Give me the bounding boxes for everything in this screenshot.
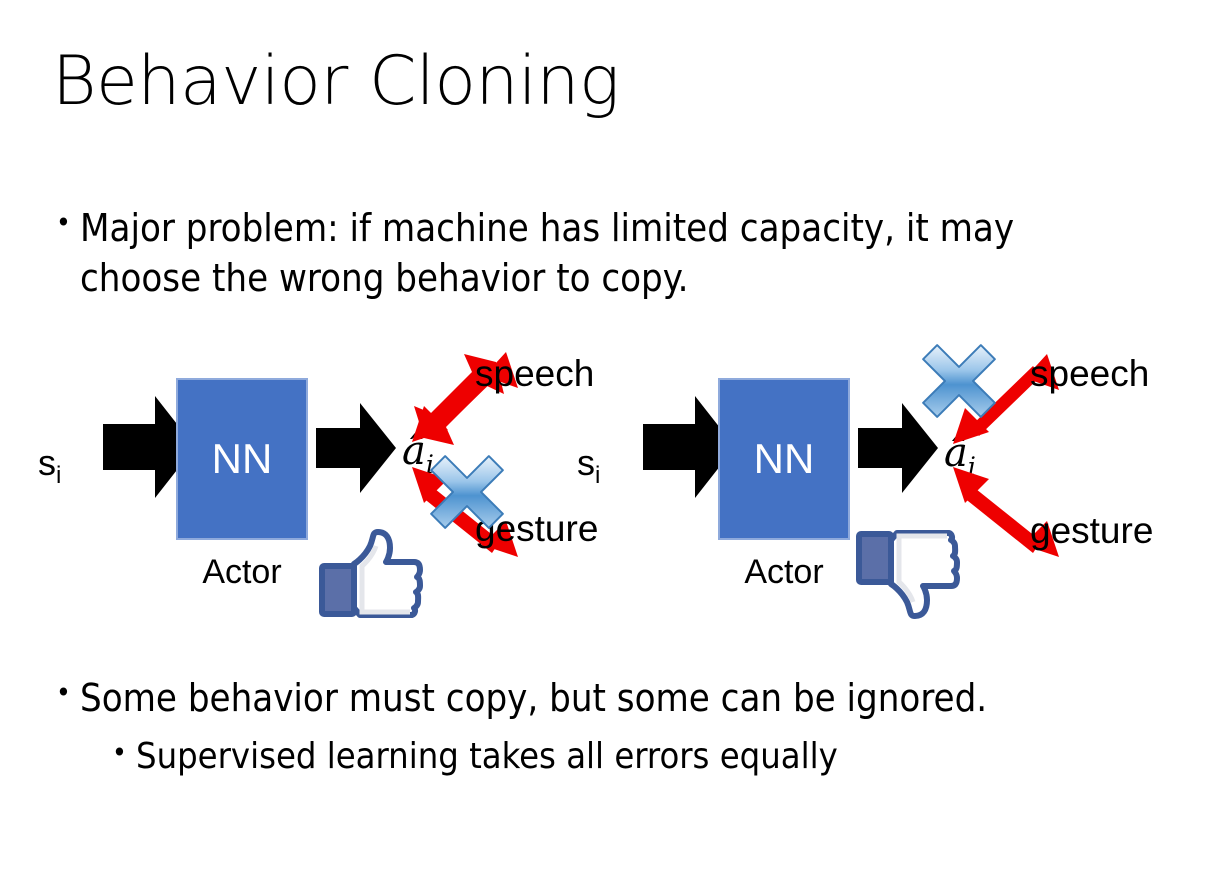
bullet-marker: • <box>56 676 71 709</box>
branch-arrow-speech-right <box>951 352 1061 447</box>
cross-mark-icon-gesture-left <box>428 453 506 531</box>
nn-box-left: NN <box>176 378 308 540</box>
bullet-supervised-learning: • Supervised learning takes all errors e… <box>112 733 1172 781</box>
branch-arrow-speech-left <box>410 350 520 445</box>
branch-label-gesture-right: gesture <box>1030 510 1154 551</box>
output-arrow-left <box>316 400 396 496</box>
input-arrow-right <box>643 392 735 502</box>
branch-label-speech-right: speech <box>1030 353 1150 394</box>
bullet-text: Some behavior must copy, but some can be… <box>80 676 988 720</box>
nn-box-label: NN <box>753 435 815 482</box>
nn-box-label: NN <box>211 435 273 482</box>
actor-caption-right: Actor <box>744 553 824 591</box>
bullet-text: Supervised learning takes all errors equ… <box>136 736 838 777</box>
bullet-some-behavior: • Some behavior must copy, but some can … <box>56 673 1176 723</box>
output-action-label-right: âi <box>944 430 976 481</box>
cross-mark-icon-speech-right <box>920 342 998 420</box>
output-arrow-right <box>858 400 938 496</box>
branch-label-speech-left: speech <box>475 353 595 394</box>
bullet-marker: • <box>56 206 71 239</box>
diagram-left: si NN Actor âi <box>20 340 620 630</box>
diagram-right: si NN Actor âi <box>565 340 1190 630</box>
input-state-label-left: si <box>38 442 62 490</box>
bullet-marker: • <box>112 736 127 769</box>
page-title: Behavior Cloning <box>52 42 620 121</box>
actor-caption-left: Actor <box>202 553 282 591</box>
output-action-label-left: âi <box>402 428 434 479</box>
input-arrow-left <box>103 392 195 502</box>
bullet-major-problem: • Major problem: if machine has limited … <box>56 203 1116 303</box>
nn-box-right: NN <box>718 378 850 540</box>
thumbs-down-icon <box>853 525 961 623</box>
input-state-label-right: si <box>577 442 601 490</box>
thumbs-up-icon <box>316 528 424 620</box>
branch-arrow-gesture-right <box>951 465 1061 560</box>
bullet-text: Major problem: if machine has limited ca… <box>80 206 1015 301</box>
